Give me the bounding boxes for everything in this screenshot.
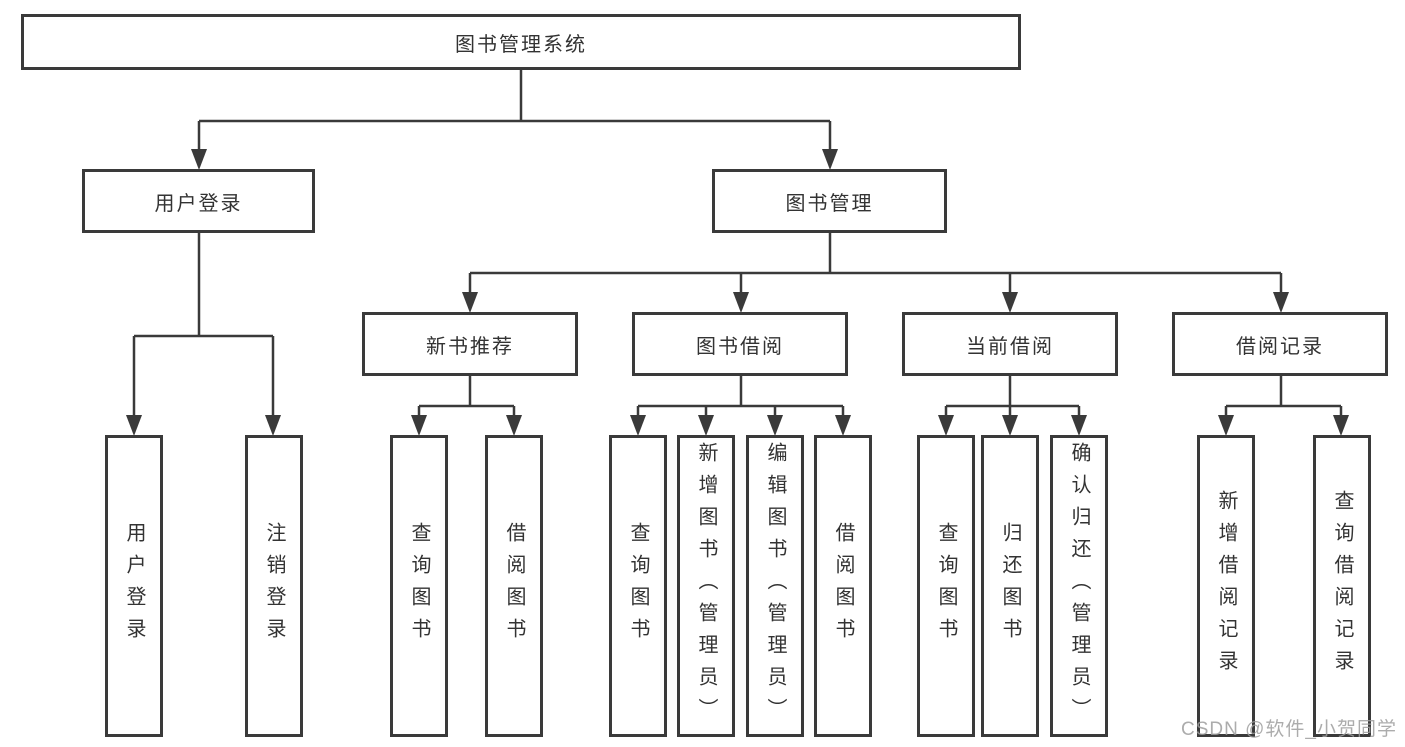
leaf-label: 归还图书	[999, 522, 1021, 650]
node-book-borrow: 图书借阅	[632, 312, 848, 376]
leaf-label: 确认归还（管理员）	[1068, 442, 1090, 730]
node-label: 图书管理	[785, 192, 874, 215]
leaf-add-books-admin: 新增图书（管理员）	[677, 435, 735, 737]
leaf-borrow-books: 借阅图书	[814, 435, 872, 737]
leaf-return-books: 归还图书	[981, 435, 1039, 737]
leaf-confirm-return-admin: 确认归还（管理员）	[1050, 435, 1108, 737]
leaf-query-borrow-record: 查询借阅记录	[1313, 435, 1371, 737]
node-user-login: 用户登录	[82, 169, 315, 233]
leaf-query-books-current: 查询图书	[917, 435, 975, 737]
leaf-edit-books-admin: 编辑图书（管理员）	[746, 435, 804, 737]
leaf-add-borrow-record: 新增借阅记录	[1197, 435, 1255, 737]
leaf-borrow-books-recommend: 借阅图书	[485, 435, 543, 737]
arrowheads	[126, 149, 1349, 436]
leaf-label: 查询图书	[408, 522, 430, 650]
leaf-user-login: 用户登录	[105, 435, 163, 737]
leaf-label: 新增图书（管理员）	[695, 442, 717, 730]
node-label: 用户登录	[154, 192, 243, 215]
node-current-borrow: 当前借阅	[902, 312, 1118, 376]
leaf-label: 查询图书	[935, 522, 957, 650]
node-label: 新书推荐	[426, 335, 514, 358]
node-borrow-records: 借阅记录	[1172, 312, 1388, 376]
leaf-label: 注销登录	[263, 522, 285, 650]
leaf-label: 借阅图书	[832, 522, 854, 650]
leaf-query-books-recommend: 查询图书	[390, 435, 448, 737]
node-label: 当前借阅	[966, 335, 1054, 358]
node-book-management: 图书管理	[712, 169, 947, 233]
node-new-book-recommend: 新书推荐	[362, 312, 578, 376]
leaf-label: 编辑图书（管理员）	[764, 442, 786, 730]
node-label: 图书借阅	[696, 335, 784, 358]
leaf-label: 新增借阅记录	[1215, 490, 1237, 682]
node-label: 图书管理系统	[455, 33, 587, 56]
leaf-query-books-borrow: 查询图书	[609, 435, 667, 737]
leaf-label: 查询图书	[627, 522, 649, 650]
leaf-logout: 注销登录	[245, 435, 303, 737]
node-label: 借阅记录	[1236, 335, 1324, 358]
leaf-label: 查询借阅记录	[1331, 490, 1353, 682]
leaf-label: 用户登录	[123, 522, 145, 650]
leaf-label: 借阅图书	[503, 522, 525, 650]
node-library-management-system: 图书管理系统	[21, 14, 1021, 70]
watermark: CSDN @软件_小贺同学	[1181, 719, 1397, 740]
